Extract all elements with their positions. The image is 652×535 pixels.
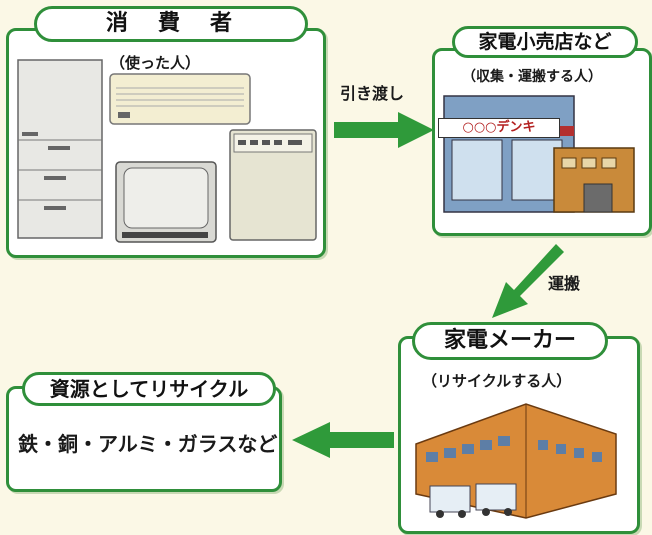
handover-arrow (334, 112, 434, 148)
recycle-arrow (292, 422, 394, 458)
retailer-title: 家電小売店など (452, 26, 638, 58)
resource-title: 資源としてリサイクル (22, 372, 276, 406)
consumer-title: 消 費 者 (34, 6, 308, 42)
resource-text: 鉄・銅・アルミ・ガラスなど (18, 432, 278, 456)
shop-sign: ○○○デンキ (438, 118, 560, 138)
washing-machine-icon (229, 129, 317, 241)
factory-illustration (415, 403, 617, 519)
refrigerator-icon (17, 59, 103, 239)
transport-arrow (492, 244, 564, 318)
maker-subtitle: （リサイクルする人） (422, 372, 572, 390)
retailer-subtitle: （収集・運搬する人） (462, 69, 602, 85)
handover-label: 引き渡し (340, 84, 405, 103)
appliances-illustration (17, 59, 317, 243)
maker-title: 家電メーカー (412, 322, 608, 360)
consumer-subtitle: （使った人） (110, 54, 201, 72)
transport-label: 運搬 (548, 274, 581, 293)
shop-illustration (443, 95, 635, 213)
television-icon (115, 161, 217, 243)
air-conditioner-icon (109, 73, 251, 125)
